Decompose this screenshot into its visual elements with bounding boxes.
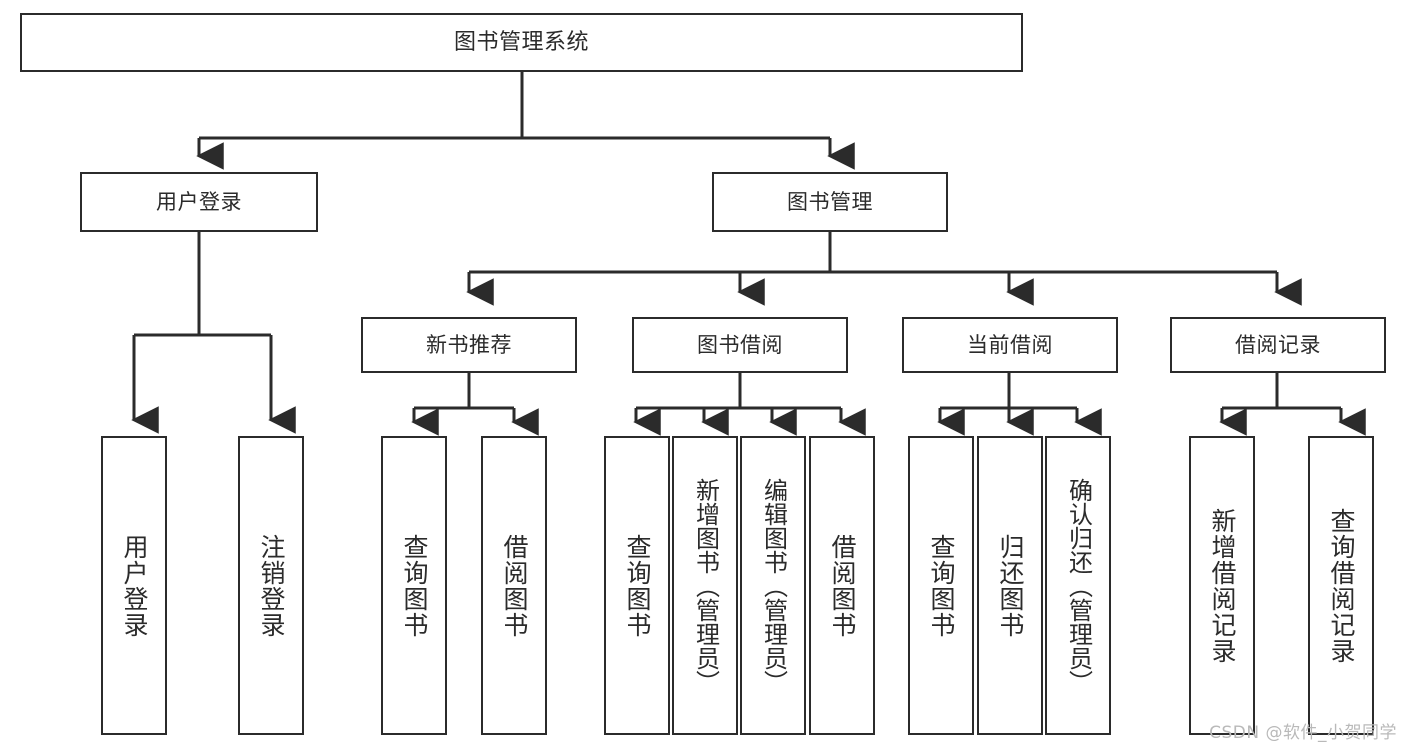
node-label: 归还图书: [996, 533, 1025, 638]
node-label: 查询图书: [927, 533, 956, 638]
leaf-query-book-borrow[interactable]: 查询图书: [604, 436, 670, 735]
node-book-management[interactable]: 图书管理: [712, 172, 948, 232]
node-label: 编辑图书（管理员）: [759, 477, 788, 694]
node-label: 注销登录: [257, 533, 286, 638]
node-label: 图书借阅: [697, 332, 783, 357]
leaf-edit-book-admin[interactable]: 编辑图书（管理员）: [740, 436, 806, 735]
node-label: 查询图书: [400, 533, 429, 638]
node-new-book-recommend[interactable]: 新书推荐: [361, 317, 577, 373]
node-user-login[interactable]: 用户登录: [80, 172, 318, 232]
leaf-confirm-return-admin[interactable]: 确认归还（管理员）: [1045, 436, 1111, 735]
leaf-query-borrow-record[interactable]: 查询借阅记录: [1308, 436, 1374, 735]
node-label: 新书推荐: [426, 332, 512, 357]
node-label: 用户登录: [120, 533, 149, 638]
node-label: 借阅图书: [500, 533, 529, 638]
node-label: 确认归还（管理员）: [1064, 477, 1093, 694]
leaf-borrow-book[interactable]: 借阅图书: [809, 436, 875, 735]
leaf-query-book-recommend[interactable]: 查询图书: [381, 436, 447, 735]
node-current-borrow[interactable]: 当前借阅: [902, 317, 1118, 373]
node-label: 当前借阅: [967, 332, 1053, 357]
node-book-borrow[interactable]: 图书借阅: [632, 317, 848, 373]
leaf-return-book[interactable]: 归还图书: [977, 436, 1043, 735]
node-label: 借阅记录: [1235, 332, 1321, 357]
node-label: 新增借阅记录: [1208, 507, 1237, 664]
leaf-add-borrow-record[interactable]: 新增借阅记录: [1189, 436, 1255, 735]
node-label: 查询图书: [623, 533, 652, 638]
leaf-user-login[interactable]: 用户登录: [101, 436, 167, 735]
node-label: 借阅图书: [828, 533, 857, 638]
node-label: 图书管理系统: [453, 29, 589, 55]
leaf-query-book-current[interactable]: 查询图书: [908, 436, 974, 735]
node-root-system[interactable]: 图书管理系统: [20, 13, 1023, 72]
leaf-add-book-admin[interactable]: 新增图书（管理员）: [672, 436, 738, 735]
node-label: 用户登录: [156, 189, 242, 214]
node-label: 查询借阅记录: [1327, 507, 1356, 664]
node-label: 图书管理: [787, 189, 873, 214]
node-label: 新增图书（管理员）: [691, 477, 720, 694]
node-borrow-record[interactable]: 借阅记录: [1170, 317, 1386, 373]
leaf-logout-login[interactable]: 注销登录: [238, 436, 304, 735]
leaf-borrow-book-recommend[interactable]: 借阅图书: [481, 436, 547, 735]
csdn-watermark: CSDN @软件_小贺同学: [1209, 723, 1397, 743]
